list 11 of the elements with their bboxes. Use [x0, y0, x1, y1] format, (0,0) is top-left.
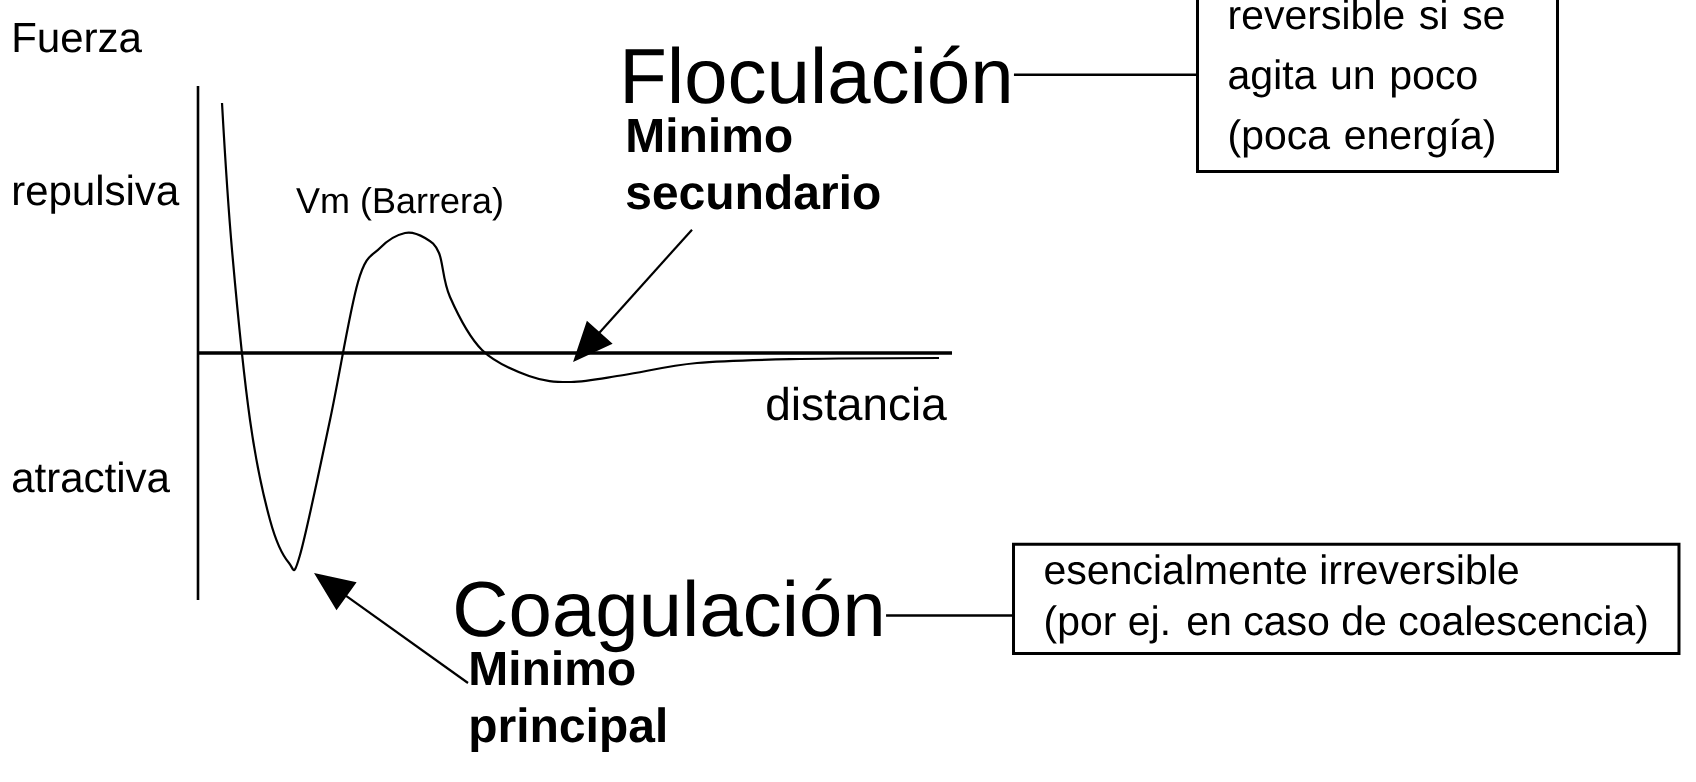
leader-line: [1013, 73, 1196, 76]
callout-label: Minimo secundario: [626, 117, 880, 210]
axis-label: Fuerza: [14, 23, 142, 53]
note-box: esencialmente irreversible (por ej. en caso de coalescencia): [1012, 542, 1681, 655]
note-box: reversible si se agita un poco (poca energía): [1196, 0, 1559, 173]
axis-label: atractiva: [13, 461, 170, 493]
axis-label: distancia: [767, 386, 947, 421]
axis-label: Vm (Barrera): [296, 186, 502, 221]
axis-label: repulsiva: [14, 174, 180, 214]
term-label: Floculación: [625, 45, 1009, 104]
leader-line: [886, 614, 1012, 617]
